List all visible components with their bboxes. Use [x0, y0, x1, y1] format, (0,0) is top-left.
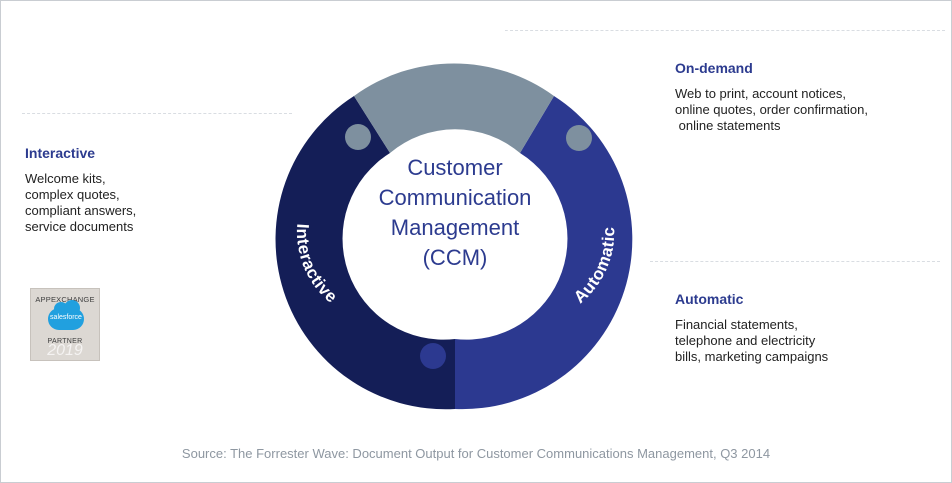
on-demand-title: On-demand: [675, 60, 753, 76]
puzzle-knob-top-left: [345, 124, 371, 150]
interactive-title: Interactive: [25, 145, 96, 161]
on-demand-line-3: online statements: [675, 118, 781, 133]
automatic-title: Automatic: [675, 291, 744, 307]
badge-year: 2019: [47, 342, 83, 359]
appexchange-partner-badge: APPEXCHANGE salesforce 2019 PARTNER: [30, 288, 100, 361]
badge-brand-text: salesforce: [50, 314, 82, 321]
center-line-3: Management: [391, 215, 519, 240]
interactive-line-2: complex quotes,: [25, 187, 120, 202]
segment-on-demand: [354, 63, 554, 153]
badge-partner-text: PARTNER: [47, 338, 83, 345]
automatic-line-1: Financial statements,: [675, 317, 798, 332]
on-demand-description: On-demand Web to print, account notices,…: [675, 60, 868, 134]
automatic-line-2: telephone and electricity: [675, 333, 816, 348]
divider-top-right: [505, 30, 945, 31]
interactive-line-1: Welcome kits,: [25, 171, 106, 186]
badge-appexchange-text: APPEXCHANGE: [35, 295, 95, 304]
interactive-description: Interactive Welcome kits, complex quotes…: [25, 145, 136, 235]
segment-interactive: [275, 96, 455, 410]
divider-right: [650, 261, 940, 262]
interactive-line-4: service documents: [25, 219, 134, 234]
salesforce-cloud-icon: salesforce: [48, 300, 84, 330]
puzzle-knob-right: [566, 125, 592, 151]
on-demand-line-2: online quotes, order confirmation,: [675, 102, 868, 117]
center-line-2: Communication: [379, 185, 532, 210]
on-demand-line-1: Web to print, account notices,: [675, 86, 847, 101]
automatic-line-3: bills, marketing campaigns: [675, 349, 829, 364]
center-line-1: Customer: [407, 155, 502, 180]
automatic-description: Automatic Financial statements, telephon…: [675, 291, 828, 365]
divider-left: [22, 113, 292, 114]
segment-automatic: [455, 96, 633, 410]
center-circle: [354, 137, 556, 339]
source-note: Source: The Forrester Wave: Document Out…: [181, 446, 771, 461]
center-line-4: (CCM): [423, 245, 488, 270]
interactive-line-3: compliant answers,: [25, 203, 137, 218]
ring-label-on-demand: On-demand: [404, 15, 512, 47]
puzzle-knob-bottom: [420, 343, 446, 369]
